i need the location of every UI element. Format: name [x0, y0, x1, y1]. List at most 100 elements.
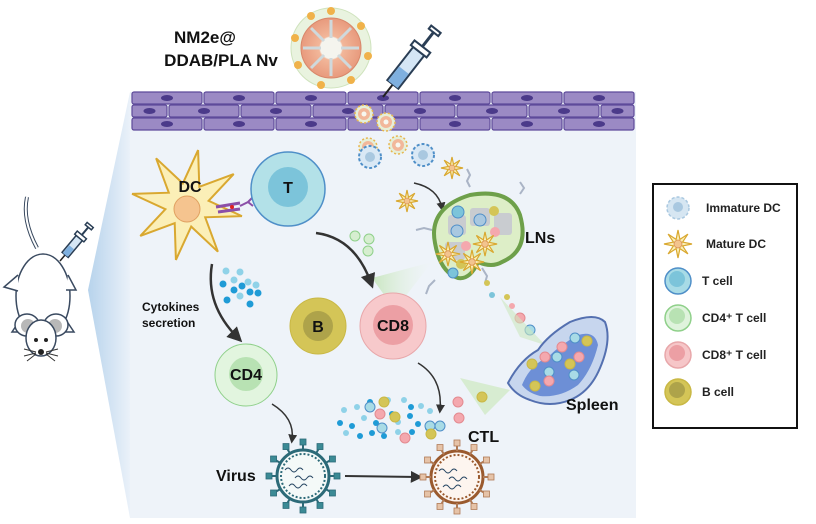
spleen-cell — [529, 380, 541, 392]
cd4-cell-label: CD4 — [230, 367, 262, 384]
cytokine-dot — [244, 278, 252, 286]
cytokine-dot — [361, 415, 367, 421]
cytokine-dot — [408, 404, 414, 410]
spleen-cell — [564, 358, 576, 370]
cytokine-dot — [254, 289, 262, 297]
nanoparticle — [376, 112, 396, 132]
cell-nucleus — [161, 95, 173, 101]
legend-label: Mature DC — [706, 237, 766, 251]
cd8-cell — [359, 292, 427, 360]
spleen-cell — [573, 351, 585, 363]
cytokine-dot — [219, 280, 227, 288]
cell-nucleus — [198, 108, 210, 114]
nanovaccine-particle — [290, 7, 372, 89]
t-cell — [250, 151, 326, 227]
arrow-cd8-to-ctl — [417, 362, 445, 414]
lymph-node — [432, 191, 525, 281]
cell-nucleus — [342, 108, 354, 114]
b-cell-label: B — [312, 319, 324, 336]
cytokine-dot — [246, 288, 254, 296]
cytokines-label-line1: Cytokines — [142, 300, 200, 314]
immune-cell — [374, 408, 386, 420]
cell-nucleus — [233, 121, 245, 127]
legend-label: T cell — [702, 274, 733, 288]
immune-cell — [453, 412, 465, 424]
spleen-cell — [543, 375, 555, 387]
immune-cell — [364, 401, 376, 413]
virus-particle — [265, 438, 341, 514]
nanoparticle — [388, 135, 408, 155]
immune-cell — [389, 411, 401, 423]
cytokines-label-line2: secretion — [142, 316, 195, 330]
legend-item: CD4⁺ T cell — [664, 304, 766, 332]
spleen-cell — [526, 358, 538, 370]
cytokine-dot — [349, 423, 355, 429]
zoom-wedge — [88, 92, 130, 518]
virus-label: Virus — [216, 468, 256, 485]
immune-cell — [378, 396, 390, 408]
cytokine-dot — [373, 420, 379, 426]
cytokine-dot — [230, 286, 238, 294]
cytokine-dot — [238, 282, 246, 290]
legend-item: T cell — [664, 267, 733, 295]
immune-cell — [434, 420, 446, 432]
cytokine-dots — [219, 267, 262, 308]
mature-dc-group — [395, 156, 464, 213]
vaccine-label-line1: NM2e@ — [174, 28, 236, 47]
cytokine-dot — [223, 296, 231, 304]
cell-nucleus — [143, 108, 156, 114]
spleen-cell — [556, 341, 568, 353]
cytokine-dot — [222, 267, 230, 275]
spleen-cell — [581, 335, 593, 347]
cytokine-dot — [395, 429, 401, 435]
vaccine-label-line2: DDAB/PLA Nv — [164, 51, 278, 70]
mouse-icon — [2, 196, 78, 362]
cell-nucleus — [521, 95, 533, 101]
cell-nucleus — [521, 121, 533, 127]
cytokine-dot — [418, 403, 424, 409]
legend-item: Mature DC — [663, 229, 766, 259]
ctl-label: CTL — [468, 429, 499, 446]
mouse-syringe-icon — [59, 221, 95, 262]
neutralized-virus-particle — [419, 439, 495, 515]
spleen-cell — [568, 369, 580, 381]
cell-nucleus — [161, 121, 173, 127]
ctl-cluster — [337, 391, 488, 444]
cytokine-dot — [236, 268, 244, 276]
cell-nucleus — [305, 121, 317, 127]
immature-dc-group — [358, 143, 435, 169]
cell-nucleus — [449, 95, 461, 101]
spleen-cell — [551, 351, 563, 363]
spleen-label: Spleen — [566, 397, 618, 414]
spleen-cell — [539, 351, 551, 363]
immune-cell — [476, 391, 488, 403]
cell-nucleus — [414, 108, 426, 114]
antigen-group — [349, 230, 375, 257]
arrow-cd4-to-virus — [271, 403, 298, 444]
immune-cell — [425, 428, 437, 440]
cytokine-dot — [230, 276, 238, 284]
syringe-icon — [382, 24, 443, 98]
mhc-tcr-complex — [215, 195, 255, 214]
cytokine-dot — [427, 408, 433, 414]
cell-nucleus — [449, 121, 461, 127]
cd4-cell — [214, 343, 278, 407]
cytokine-dot — [381, 433, 387, 439]
legend-label: CD8⁺ T cell — [702, 348, 766, 362]
immune-cell — [376, 422, 388, 434]
legend-label: B cell — [702, 385, 734, 399]
immune-cell — [399, 432, 411, 444]
arrow-to-ln — [413, 182, 446, 212]
t-cell-label: T — [283, 180, 293, 197]
spleen — [506, 316, 609, 405]
legend-label: Immature DC — [706, 201, 781, 215]
cytokine-dot — [337, 420, 343, 426]
spleen-beam-top — [500, 297, 545, 345]
cell-nucleus — [486, 108, 498, 114]
cell-nucleus — [593, 121, 605, 127]
cytokine-dot — [369, 430, 375, 436]
legend-item: CD8⁺ T cell — [664, 341, 766, 369]
arrow-virus-to-killed — [344, 470, 423, 483]
